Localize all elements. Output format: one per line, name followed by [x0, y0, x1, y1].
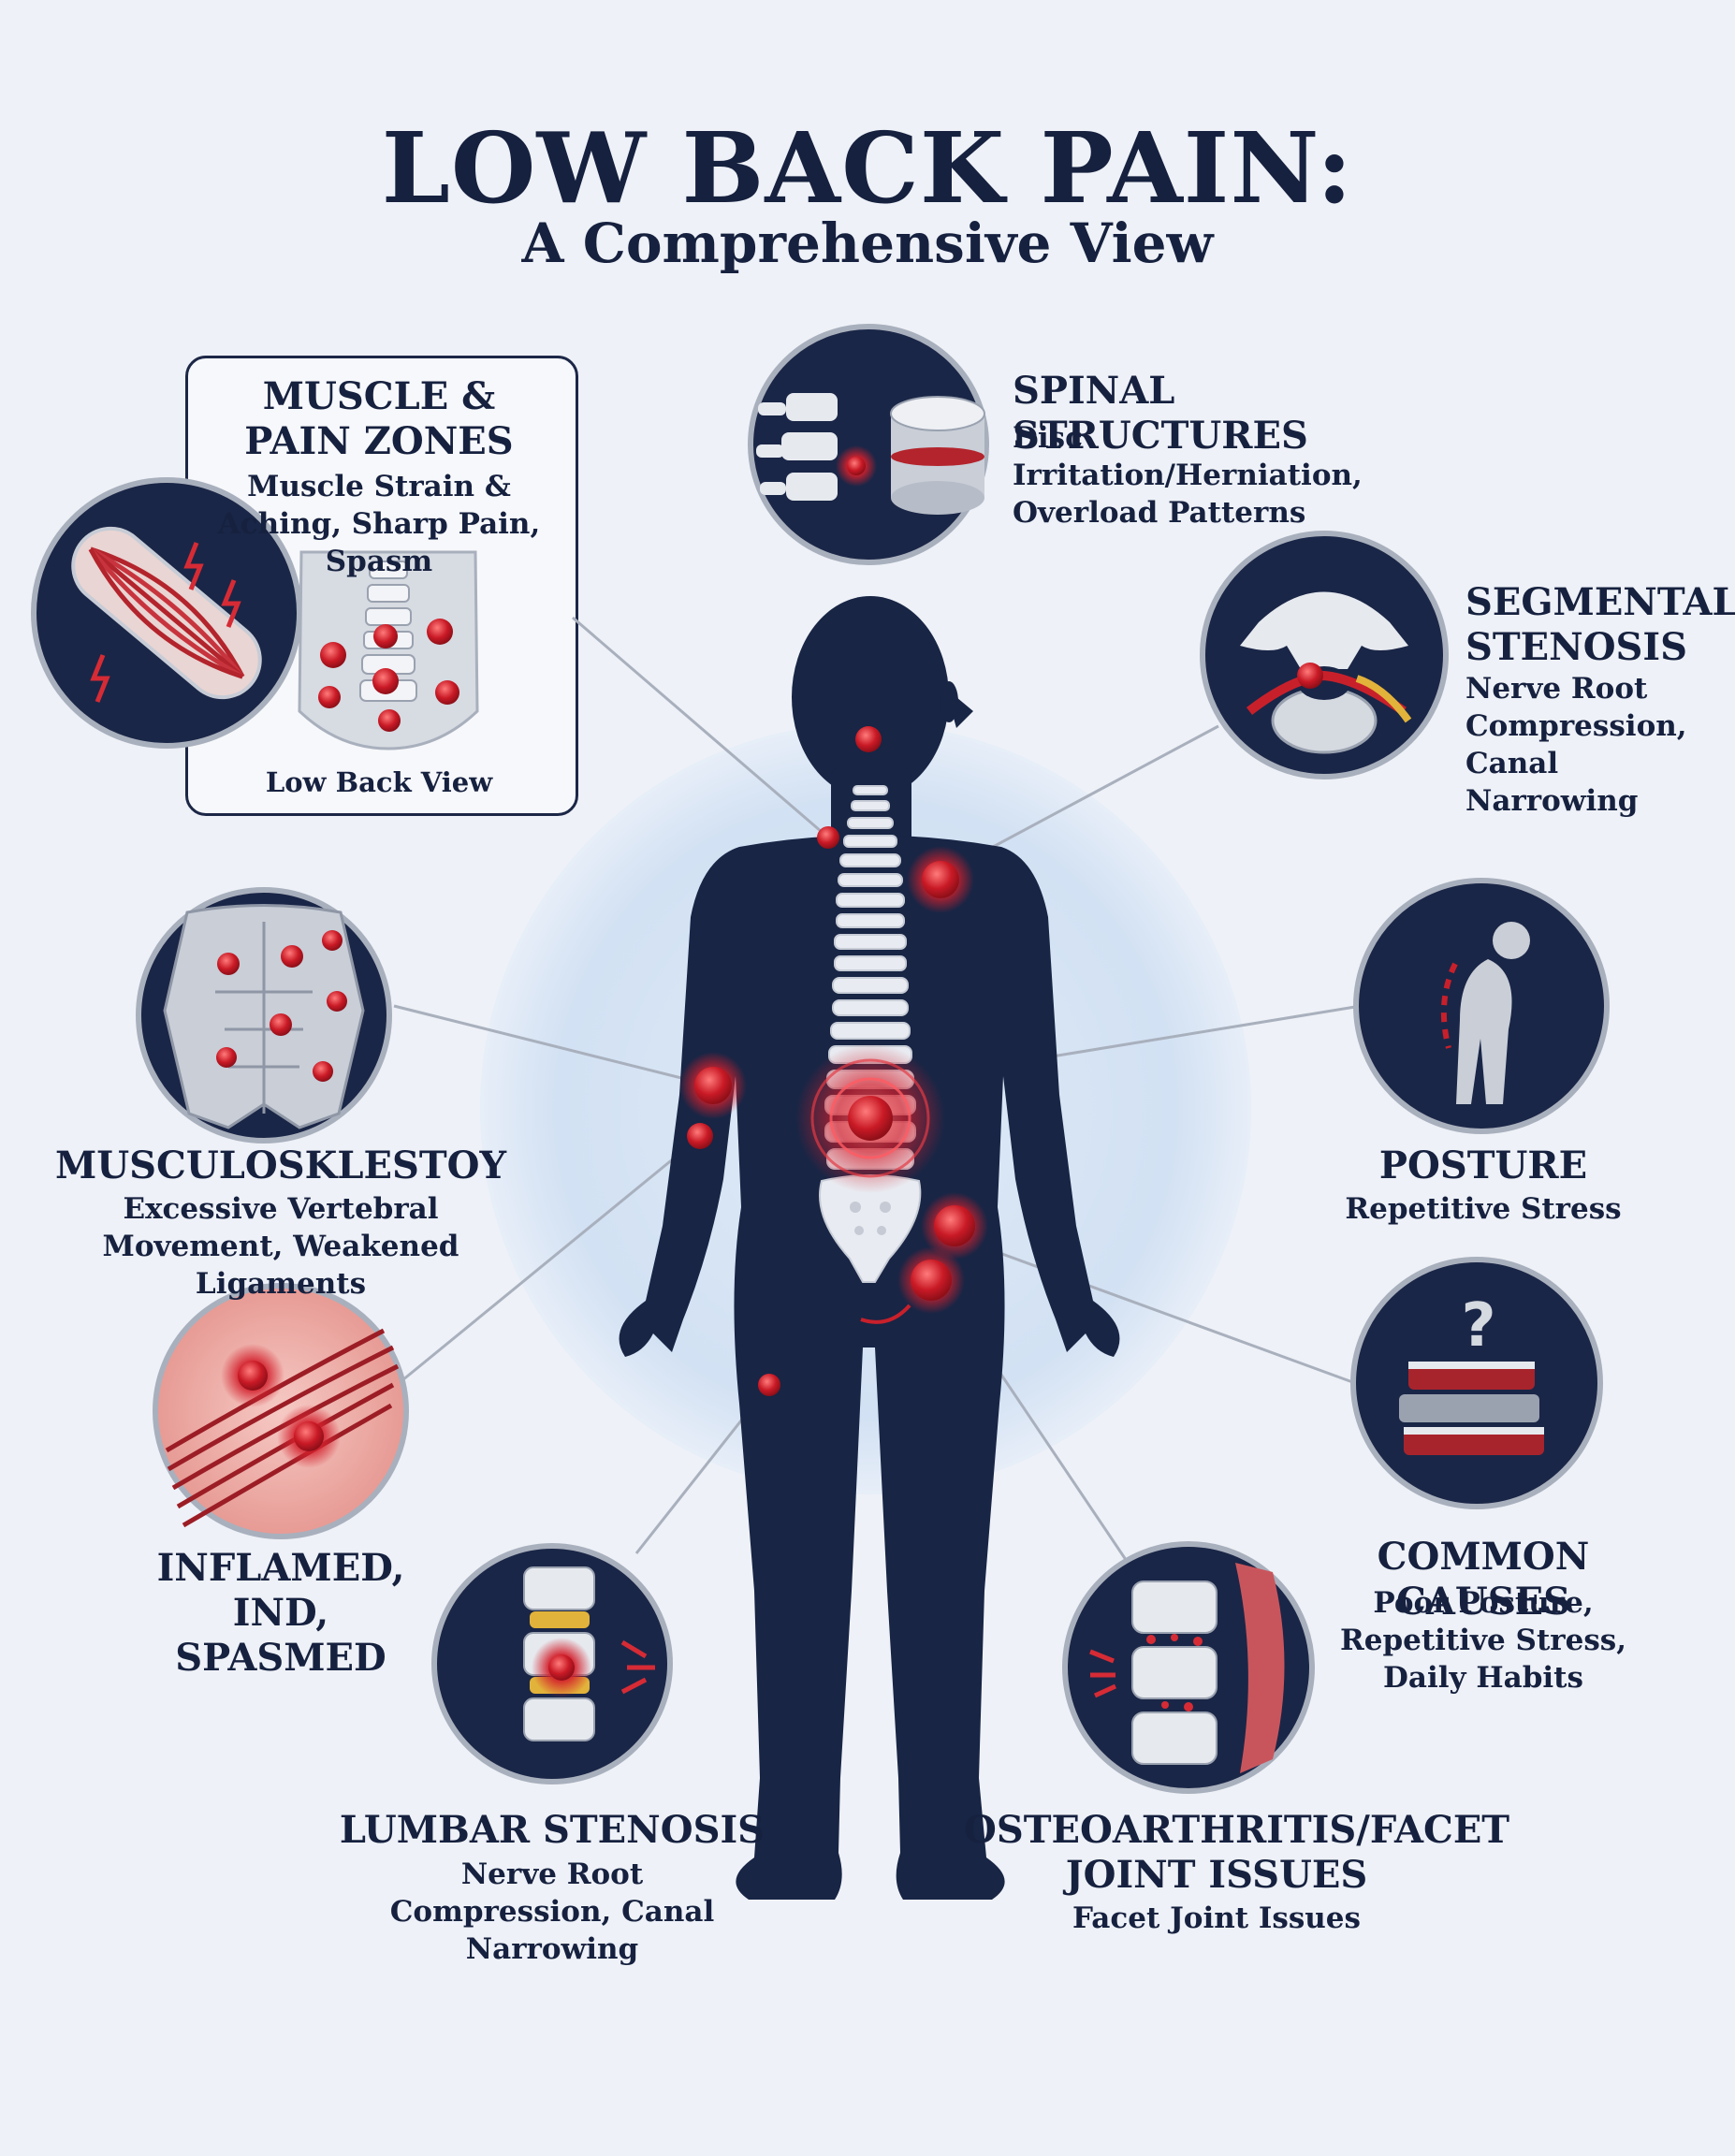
page-subtitle: A Comprehensive View [521, 211, 1214, 275]
pain-markers [679, 726, 988, 1396]
sacrum-holes [850, 1202, 891, 1235]
low-back-view-caption: Low Back View [265, 766, 493, 798]
posture-heading: POSTURE [1378, 1144, 1588, 1187]
vertebra-nerve-icon-graphic [1200, 531, 1449, 779]
spinal-structures-heading: SPINAL STRUCTURES [1013, 369, 1308, 458]
low-back-view-graphic [298, 550, 479, 750]
spinal-structures-text: Disc Irritation/Herniation, Overload Pat… [1013, 421, 1363, 530]
lumbar-spine-icon-graphic [431, 1543, 673, 1785]
muscle-pain-zones-heading: MUSCLE & PAIN ZONES [244, 374, 514, 463]
osteoarthritis-text: Facet Joint Issues [1072, 1901, 1361, 1935]
musculoskeletal-text: Excessive Vertebral Movement, Weakened L… [102, 1192, 459, 1301]
musculoskeletal-heading: MUSCULOSKLESTOY [54, 1144, 507, 1187]
slouching-figure-icon-graphic [1353, 878, 1610, 1134]
segmental-stenosis-text: Nerve Root Compression, Canal Narrowing [1465, 672, 1687, 818]
page-title: LOW BACK PAIN: [381, 110, 1354, 226]
svg-text:?: ? [1461, 1291, 1495, 1361]
inflamed-muscle-icon-graphic [153, 1283, 409, 1539]
common-causes-text: Poor Posture, Repetitive Stress, Daily H… [1339, 1586, 1627, 1695]
inflamed-heading: INFLAMED, IND, SPASMED [156, 1546, 405, 1680]
spinal-disc-icon-graphic [748, 324, 989, 565]
common-causes-heading: COMMON CAUSES [1377, 1535, 1590, 1624]
osteoarthritis-heading: OSTEOARTHRITIS/FACET JOINT ISSUES [964, 1808, 1510, 1897]
muscle-pain-zones-text: Muscle Strain & Aching, Sharp Pain, Spas… [217, 470, 541, 578]
lumbar-stenosis-heading: LUMBAR STENOSIS [339, 1808, 765, 1852]
books-question-icon-graphic: ? [1350, 1257, 1603, 1509]
facet-joint-icon-graphic [1062, 1541, 1315, 1794]
segmental-stenosis-heading: SEGMENTAL STENOSIS [1465, 580, 1735, 669]
lumbar-stenosis-text: Nerve Root Compression, Canal Narrowing [389, 1857, 715, 1966]
torso-muscles-icon-graphic [136, 887, 392, 1144]
posture-text: Repetitive Stress [1345, 1192, 1622, 1226]
